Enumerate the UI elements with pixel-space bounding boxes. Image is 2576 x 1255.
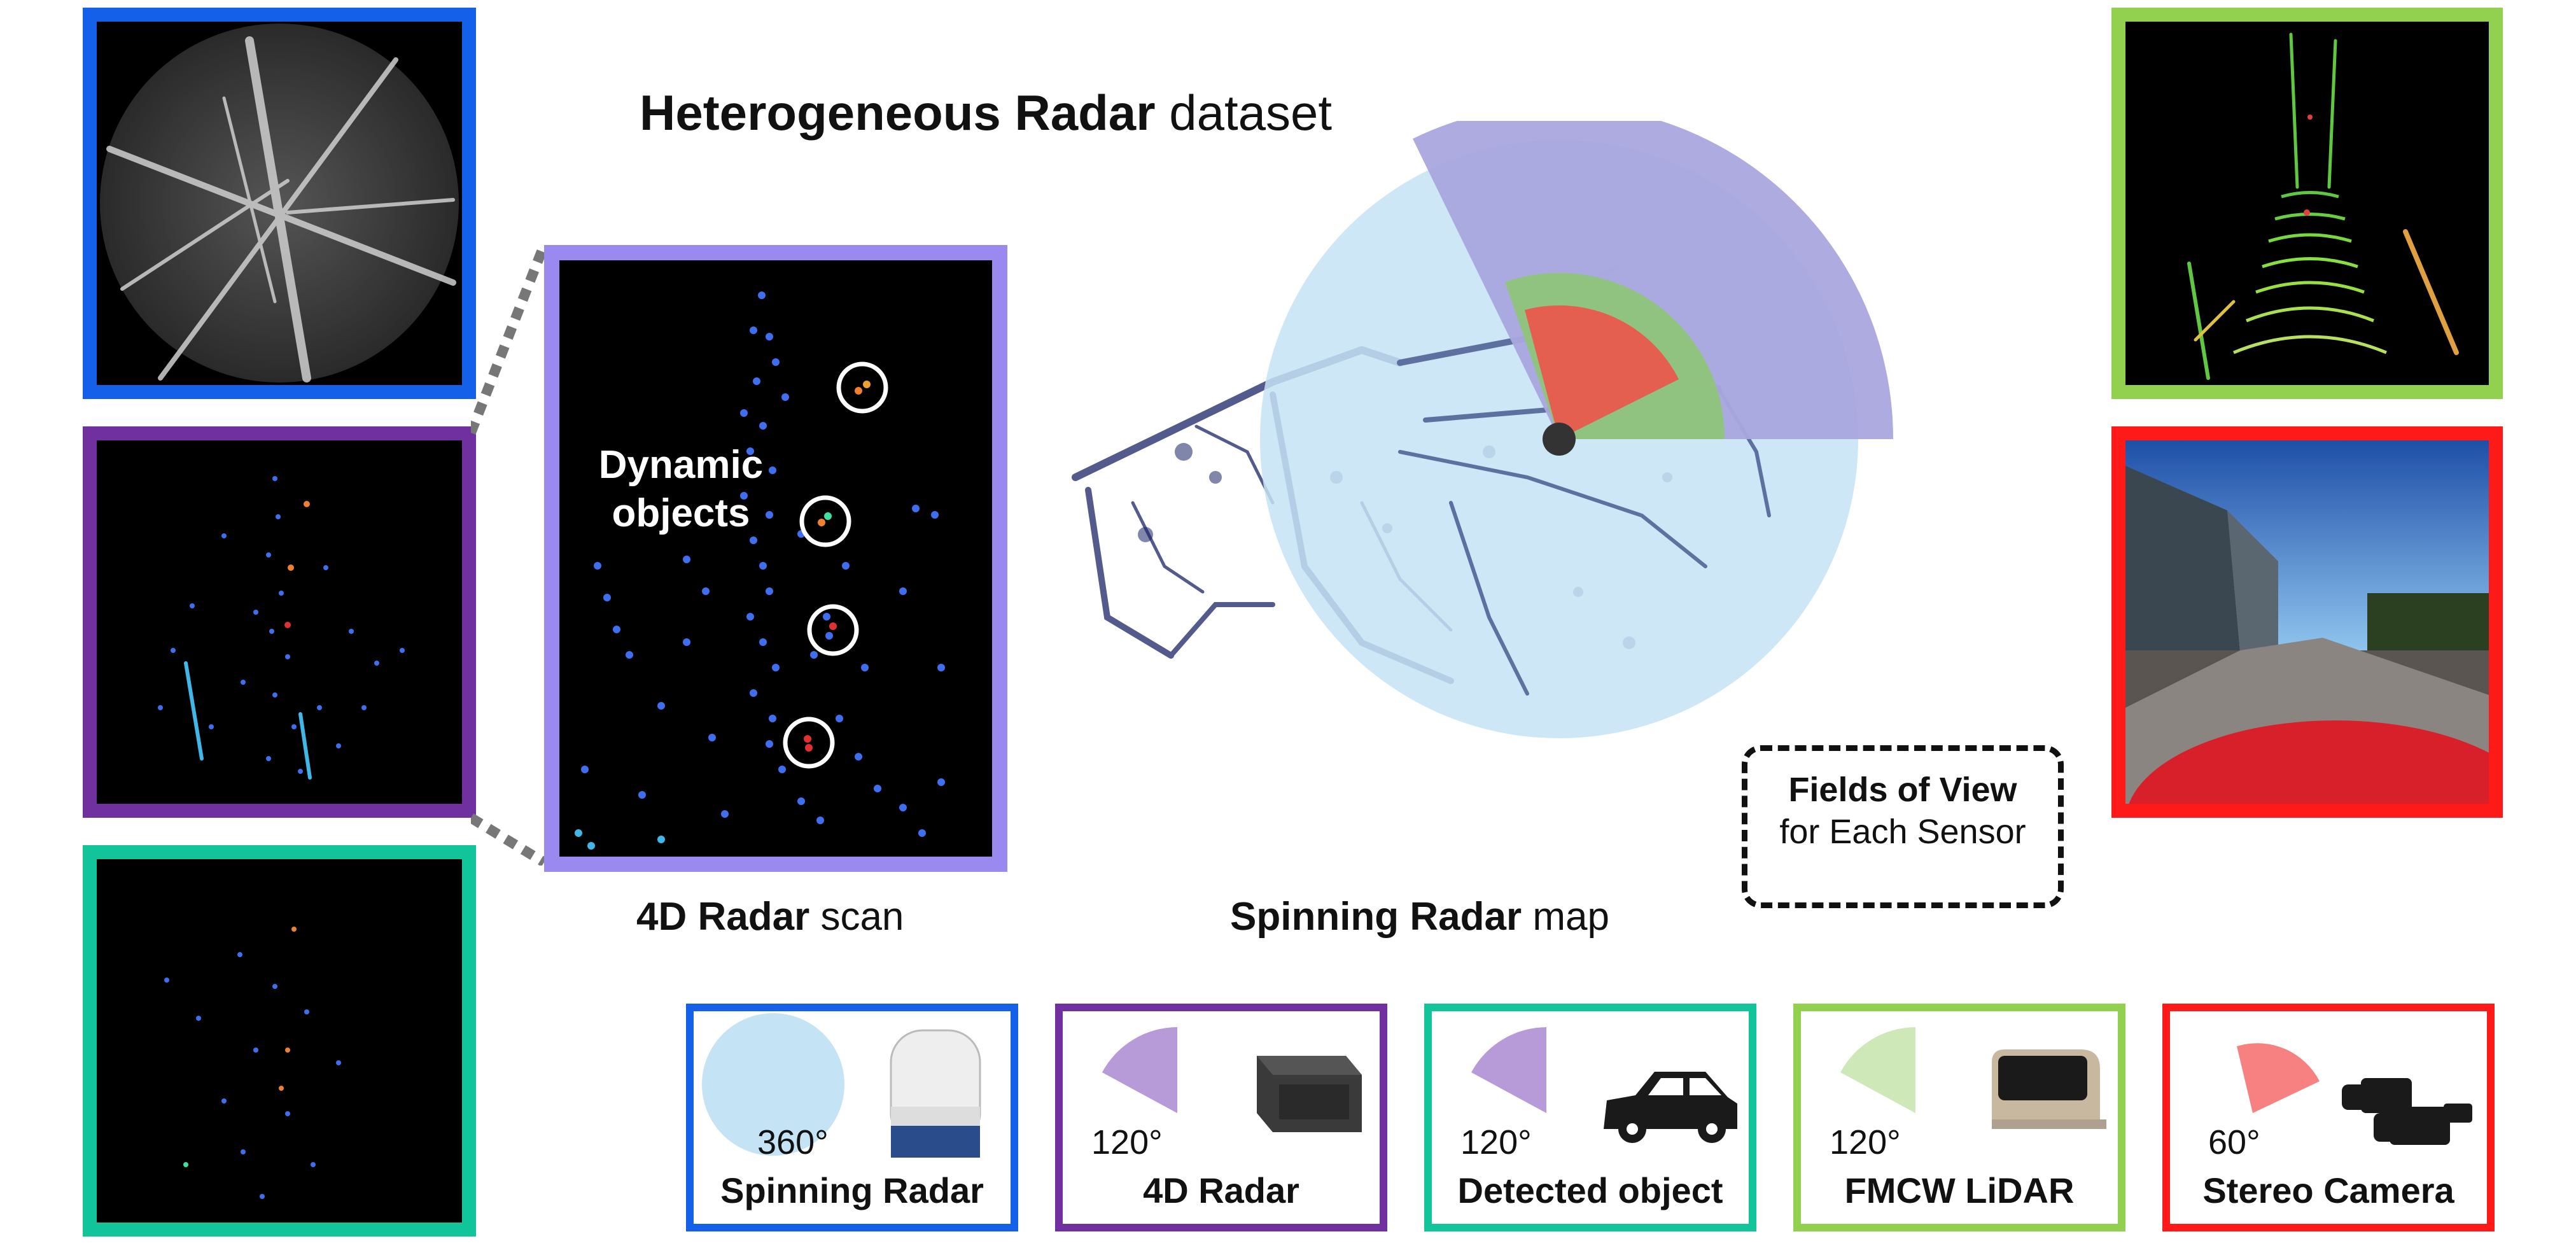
scan-caption-rest: scan bbox=[820, 895, 904, 939]
legend-stereo-camera-graphic bbox=[2237, 1043, 2472, 1145]
map-caption-rest: map bbox=[1532, 895, 1609, 939]
legend-4d-radar-graphic bbox=[1102, 1027, 1362, 1132]
scan-caption: 4D Radar scan bbox=[636, 894, 904, 939]
dynamic-line-1: Dynamic bbox=[598, 443, 764, 487]
legend-fmcw-lidar-label: FMCW LiDAR bbox=[1844, 1170, 2075, 1210]
detected-object-points-image bbox=[164, 927, 341, 1199]
fov-line-2: for Each Sensor bbox=[1779, 813, 2026, 851]
fov-callout: Fields of View for Each Sensor bbox=[1742, 745, 2064, 908]
scan-caption-bold: 4D Radar bbox=[636, 895, 810, 939]
legend-spinning-radar-angle: 360° bbox=[757, 1123, 829, 1161]
detected-object-thumbnail bbox=[83, 845, 476, 1237]
legend-stereo-camera-angle: 60° bbox=[2208, 1123, 2260, 1161]
legend-fmcw-lidar: 120° FMCW LiDAR bbox=[1793, 1004, 2125, 1231]
legend-detected-object: 120° Detected object bbox=[1424, 1004, 1756, 1231]
zoom-connector-lines bbox=[471, 243, 547, 866]
spinning-radar-thumbnail bbox=[83, 8, 476, 399]
4d-radar-scan-zoom bbox=[544, 245, 1007, 872]
dynamic-object-circles bbox=[783, 361, 888, 769]
spinning-radar-map bbox=[1072, 121, 1893, 738]
dynamic-objects-label: Dynamic objects bbox=[592, 441, 770, 538]
legend-4d-radar: 120° 4D Radar bbox=[1055, 1004, 1387, 1231]
lidar-device-icon bbox=[1992, 1049, 2106, 1129]
4d-radar-device-icon bbox=[1257, 1056, 1362, 1132]
legend-detected-object-fov bbox=[1471, 1027, 1546, 1113]
stereo-camera-icon bbox=[2342, 1078, 2472, 1145]
legend-detected-object-angle: 120° bbox=[1460, 1123, 1532, 1161]
ego-vehicle-marker bbox=[1543, 423, 1576, 456]
camera-fov bbox=[1525, 305, 1679, 439]
legend-4d-radar-angle: 120° bbox=[1091, 1123, 1163, 1161]
legend-spinning-radar-graphic bbox=[702, 1013, 981, 1158]
legend-spinning-radar: 360° Spinning Radar bbox=[686, 1004, 1018, 1231]
fov-line-1: Fields of View bbox=[1788, 771, 2017, 809]
legend-fmcw-lidar-fov bbox=[1840, 1027, 1915, 1113]
car-icon bbox=[1604, 1072, 1737, 1143]
legend-detected-object-graphic bbox=[1471, 1027, 1737, 1143]
spinning-radar-scan-image bbox=[100, 24, 459, 382]
4d-radar-thumbnail bbox=[83, 426, 476, 818]
legend-stereo-camera: 60° Stereo Camera bbox=[2162, 1004, 2495, 1231]
figure-title: Heterogeneous Radar dataset bbox=[640, 84, 1332, 142]
dynamic-line-2: objects bbox=[612, 491, 750, 535]
title-rest: dataset bbox=[1169, 85, 1333, 141]
lidar-pointcloud-image bbox=[2187, 32, 2459, 380]
lidar-thumbnail bbox=[2111, 8, 2503, 399]
legend-fmcw-lidar-graphic bbox=[1840, 1027, 2106, 1129]
legend-spinning-radar-label: Spinning Radar bbox=[720, 1170, 984, 1210]
legend-4d-radar-label: 4D Radar bbox=[1143, 1170, 1299, 1210]
legend-fmcw-lidar-angle: 120° bbox=[1830, 1123, 1901, 1161]
camera-image bbox=[2125, 440, 2489, 804]
4d-radar-scan-points bbox=[575, 291, 945, 850]
spinning-radar-device-icon bbox=[890, 1029, 981, 1158]
title-bold: Heterogeneous Radar bbox=[640, 85, 1156, 141]
map-caption: Spinning Radar map bbox=[1230, 894, 1609, 939]
4d-radar-points-image bbox=[158, 476, 405, 780]
legend-detected-object-label: Detected object bbox=[1457, 1170, 1723, 1210]
legend-spinning-radar-fov bbox=[702, 1013, 844, 1156]
camera-thumbnail bbox=[2111, 426, 2503, 818]
map-caption-bold: Spinning Radar bbox=[1230, 895, 1522, 939]
legend-stereo-camera-fov bbox=[2237, 1043, 2320, 1113]
legend-stereo-camera-label: Stereo Camera bbox=[2202, 1170, 2454, 1210]
